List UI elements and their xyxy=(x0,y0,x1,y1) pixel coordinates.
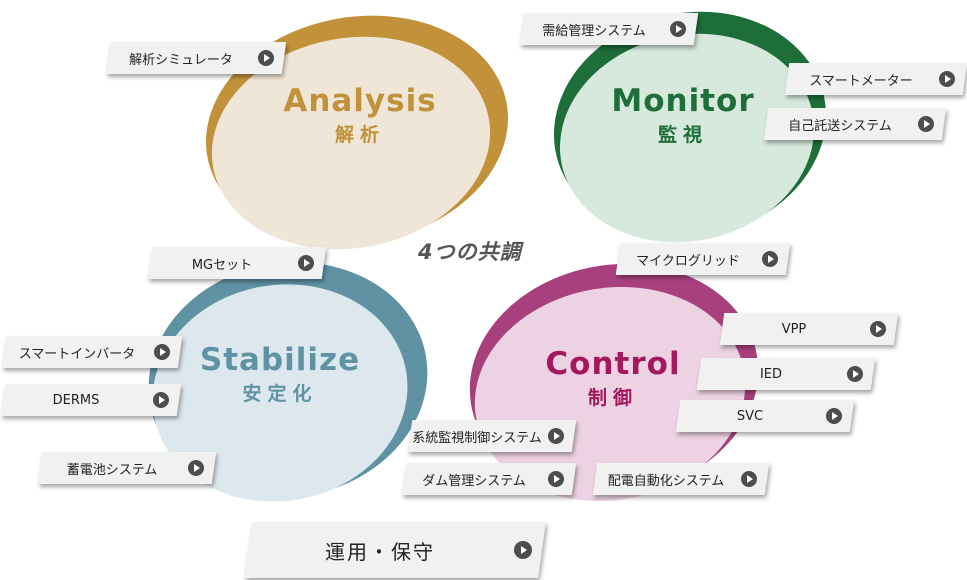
stabilize-ring xyxy=(148,262,428,502)
button-label: DERMS xyxy=(52,392,100,408)
center-label: 4つの共調 xyxy=(418,240,522,264)
dam-kanri-button[interactable]: ダム管理システム xyxy=(401,463,577,495)
button-label: 運用・保守 xyxy=(325,539,435,564)
button-label: ダム管理システム xyxy=(422,473,526,489)
vpp-button[interactable]: VPP xyxy=(719,313,899,345)
play-circle-icon xyxy=(670,21,686,37)
play-circle-icon xyxy=(762,251,778,267)
stabilize-title: Stabilize 安定化 xyxy=(192,345,368,404)
ied-button[interactable]: IED xyxy=(696,358,876,390)
kaiseki-simulator-button[interactable]: 解析シミュレータ xyxy=(105,42,287,74)
derms-button[interactable]: DERMS xyxy=(0,384,182,416)
play-circle-icon xyxy=(153,392,169,408)
button-label: 自己託送システム xyxy=(788,118,892,134)
control-title: Control 制御 xyxy=(528,349,698,408)
analysis-title: Analysis 解析 xyxy=(270,86,450,145)
stabilize-title-jp: 安定化 xyxy=(242,383,318,405)
keito-kanshi-button[interactable]: 系統監視制御システム xyxy=(407,420,577,452)
button-label: スマートメーター xyxy=(809,73,913,89)
button-label: SVC xyxy=(736,408,764,424)
button-label: 需給管理システム xyxy=(542,23,646,39)
button-label: MGセット xyxy=(191,257,253,273)
jukyu-kanri-button[interactable]: 需給管理システム xyxy=(519,13,699,45)
chikudenchi-button[interactable]: 蓄電池システム xyxy=(37,452,217,484)
microgrid-button[interactable]: マイクログリッド xyxy=(615,243,791,275)
play-circle-icon xyxy=(548,471,564,487)
button-label: 配電自動化システム xyxy=(607,473,725,489)
button-label: マイクログリッド xyxy=(636,253,740,269)
haiden-jidoka-button[interactable]: 配電自動化システム xyxy=(592,463,770,495)
play-circle-icon xyxy=(918,116,934,132)
play-circle-icon xyxy=(298,255,314,271)
play-circle-icon xyxy=(548,428,564,444)
analysis-title-jp: 解析 xyxy=(334,124,385,146)
mg-set-button[interactable]: MGセット xyxy=(147,247,327,279)
play-circle-icon xyxy=(514,541,532,559)
jiko-takuso-button[interactable]: 自己託送システム xyxy=(763,108,947,140)
control-title-en: Control xyxy=(545,346,681,382)
monitor-ring xyxy=(553,11,827,243)
smart-meter-button[interactable]: スマートメーター xyxy=(784,63,967,95)
play-circle-icon xyxy=(870,321,886,337)
play-circle-icon xyxy=(154,344,170,360)
unyo-hoshu-button[interactable]: 運用・保守 xyxy=(244,522,546,578)
play-circle-icon xyxy=(939,71,955,87)
play-circle-icon xyxy=(188,460,204,476)
control-title-jp: 制御 xyxy=(587,387,638,409)
smart-inverter-button[interactable]: スマートインバータ xyxy=(1,336,183,368)
button-label: スマートインバータ xyxy=(18,346,136,362)
play-circle-icon xyxy=(847,366,863,382)
play-circle-icon xyxy=(741,471,757,487)
analysis-title-en: Analysis xyxy=(283,83,437,119)
monitor-title-jp: 監視 xyxy=(657,124,708,146)
play-circle-icon xyxy=(826,408,842,424)
button-label: 系統監視制御システム xyxy=(412,430,542,446)
svc-button[interactable]: SVC xyxy=(675,400,855,432)
monitor-title: Monitor 監視 xyxy=(598,86,768,145)
button-label: 解析シミュレータ xyxy=(129,52,233,68)
monitor-title-en: Monitor xyxy=(611,83,755,119)
button-label: VPP xyxy=(781,321,807,337)
button-label: IED xyxy=(759,366,783,382)
stabilize-title-en: Stabilize xyxy=(199,342,361,378)
play-circle-icon xyxy=(258,50,274,66)
button-label: 蓄電池システム xyxy=(66,462,158,478)
